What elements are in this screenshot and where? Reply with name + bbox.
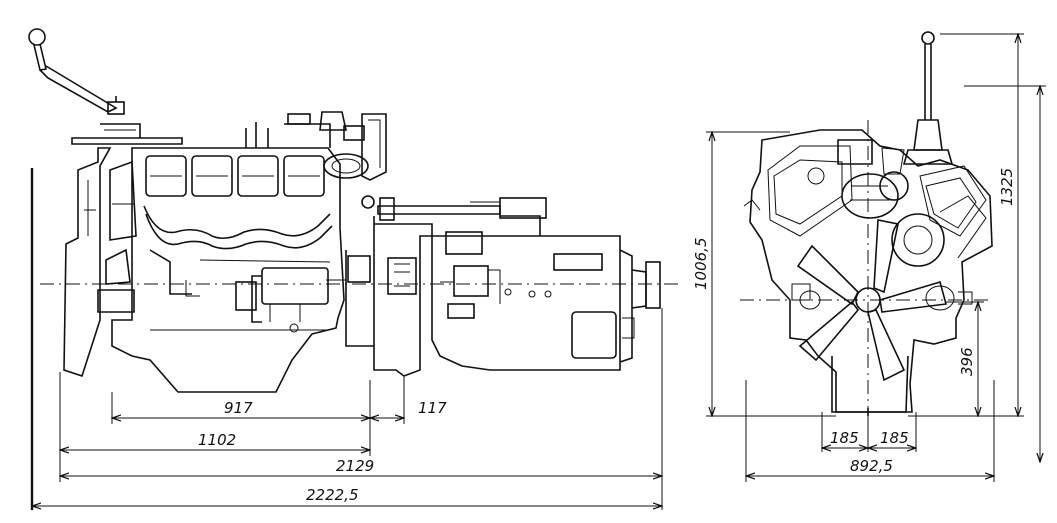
dim-1325: 1325: [998, 168, 1016, 206]
dim-1102: 1102: [198, 431, 236, 449]
dim-892-5: 892,5: [850, 457, 893, 475]
starter-motor: [235, 267, 346, 333]
gear-shift-lever: [28, 28, 125, 115]
dim-185-right: 185: [880, 429, 909, 447]
dim-917: 917: [224, 399, 253, 417]
side-view-dimensions: 917 117 1102 2129 2222,5: [32, 308, 662, 510]
cylinder-heads: [145, 155, 325, 197]
dim-396: 396: [958, 347, 976, 376]
front-view-dimensions: 1006,5 1325 396 185 185 892,5: [692, 34, 1046, 482]
dim-1006-5: 1006,5: [692, 238, 710, 291]
top-accessories: [245, 111, 387, 181]
dim-117: 117: [418, 399, 447, 417]
engine-side-view: [28, 28, 680, 510]
dim-2129: 2129: [336, 457, 374, 475]
engine-front-view: [740, 31, 993, 430]
dim-185-left: 185: [830, 429, 859, 447]
gearbox: [345, 197, 661, 377]
dim-2222-5: 2222,5: [306, 486, 359, 504]
